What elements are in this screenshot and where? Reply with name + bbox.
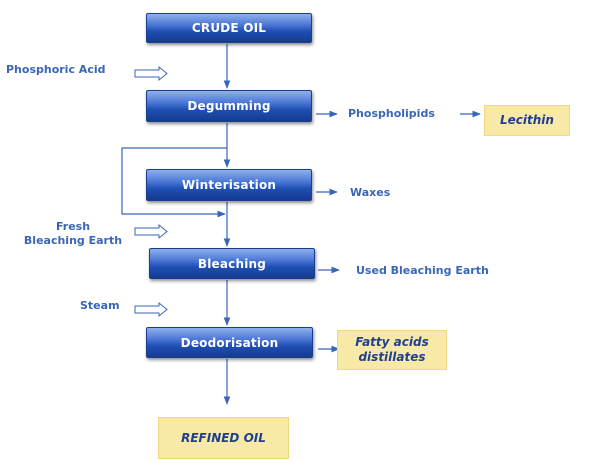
- output-label-used-bleaching-earth: Used Bleaching Earth: [356, 264, 489, 277]
- product-lecithin: Lecithin: [484, 105, 570, 136]
- bypass-loop: [121, 147, 227, 218]
- input-label-phosphoric-acid: Phosphoric Acid: [6, 63, 106, 76]
- step-bleaching: Bleaching: [149, 248, 315, 279]
- product-fatty-acids-line1: Fatty acids: [355, 335, 429, 349]
- input-arrow-steam: [134, 301, 168, 318]
- input-label-bleaching-earth: Bleaching Earth: [23, 234, 123, 247]
- input-label-steam: Steam: [80, 299, 120, 312]
- step-crude-oil: CRUDE OIL: [146, 13, 312, 43]
- input-label-fresh: Fresh: [55, 220, 91, 233]
- input-label-fresh-bleaching-earth: Fresh Bleaching Earth: [17, 220, 129, 248]
- product-fatty-acids-distillates: Fatty acids distillates: [337, 330, 447, 370]
- product-refined-oil: REFINED OIL: [158, 417, 289, 459]
- output-label-waxes: Waxes: [350, 186, 391, 199]
- step-winterisation: Winterisation: [146, 169, 312, 201]
- output-label-phospholipids: Phospholipids: [348, 107, 435, 120]
- step-deodorisation: Deodorisation: [146, 327, 313, 358]
- product-fatty-acids-line2: distillates: [358, 350, 426, 364]
- step-degumming: Degumming: [146, 90, 312, 122]
- input-arrow-phosphoric-acid: [134, 65, 168, 82]
- input-arrow-bleaching-earth: [134, 223, 168, 240]
